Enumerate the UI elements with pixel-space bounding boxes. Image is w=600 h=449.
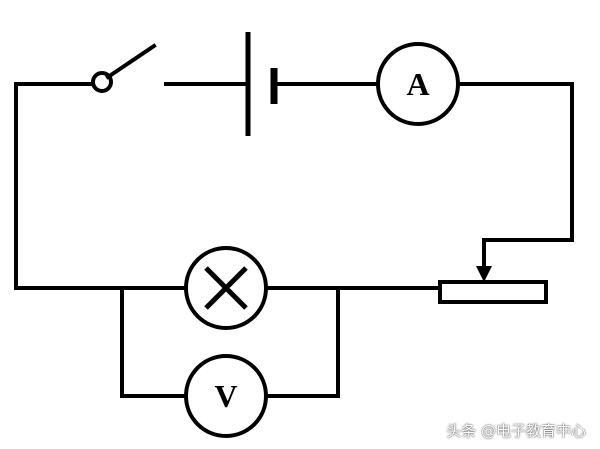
switch xyxy=(91,43,157,93)
rheostat-slider-arrow-icon xyxy=(476,266,492,282)
battery xyxy=(245,32,278,136)
wire-ammeter-rheostat xyxy=(456,82,574,272)
ammeter-label: A xyxy=(406,66,429,102)
voltmeter: V xyxy=(184,354,268,438)
lamp-cross-b xyxy=(204,266,248,310)
voltmeter-circle xyxy=(184,354,268,438)
rheostat-body xyxy=(438,280,548,304)
watermark: 头条 @电子教育中心 xyxy=(446,422,586,440)
switch-lever xyxy=(105,43,157,80)
wire-left-top xyxy=(14,82,186,290)
wire-voltmeter-branch xyxy=(120,286,340,398)
voltmeter-label: V xyxy=(214,378,237,414)
ammeter: A xyxy=(376,42,460,126)
lamp xyxy=(184,246,268,330)
